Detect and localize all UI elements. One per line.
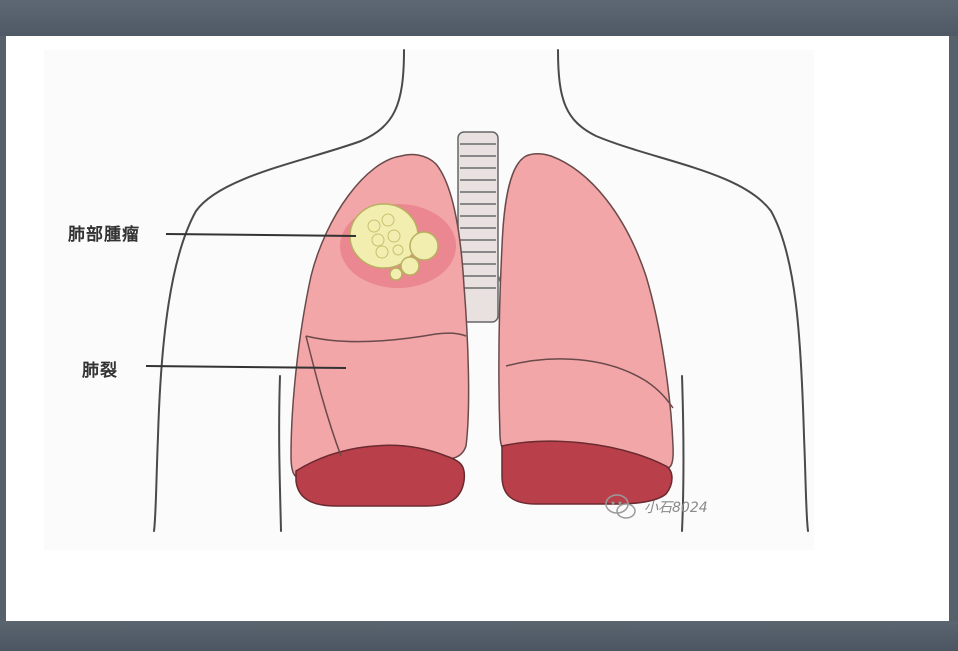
- watermark: 小石8024: [604, 492, 708, 522]
- frame-bottom: [0, 621, 958, 651]
- wechat-icon: [604, 492, 638, 522]
- frame-right: [949, 36, 958, 621]
- diagram-canvas: 肺部腫瘤 肺裂 小石8024: [6, 36, 949, 621]
- lung-illustration: [6, 36, 949, 621]
- frame-top: [0, 0, 958, 36]
- fissure-label: 肺裂: [82, 356, 118, 381]
- watermark-text: 小石8024: [644, 497, 708, 517]
- tumor: [340, 204, 456, 288]
- tumor-label: 肺部腫瘤: [68, 220, 140, 245]
